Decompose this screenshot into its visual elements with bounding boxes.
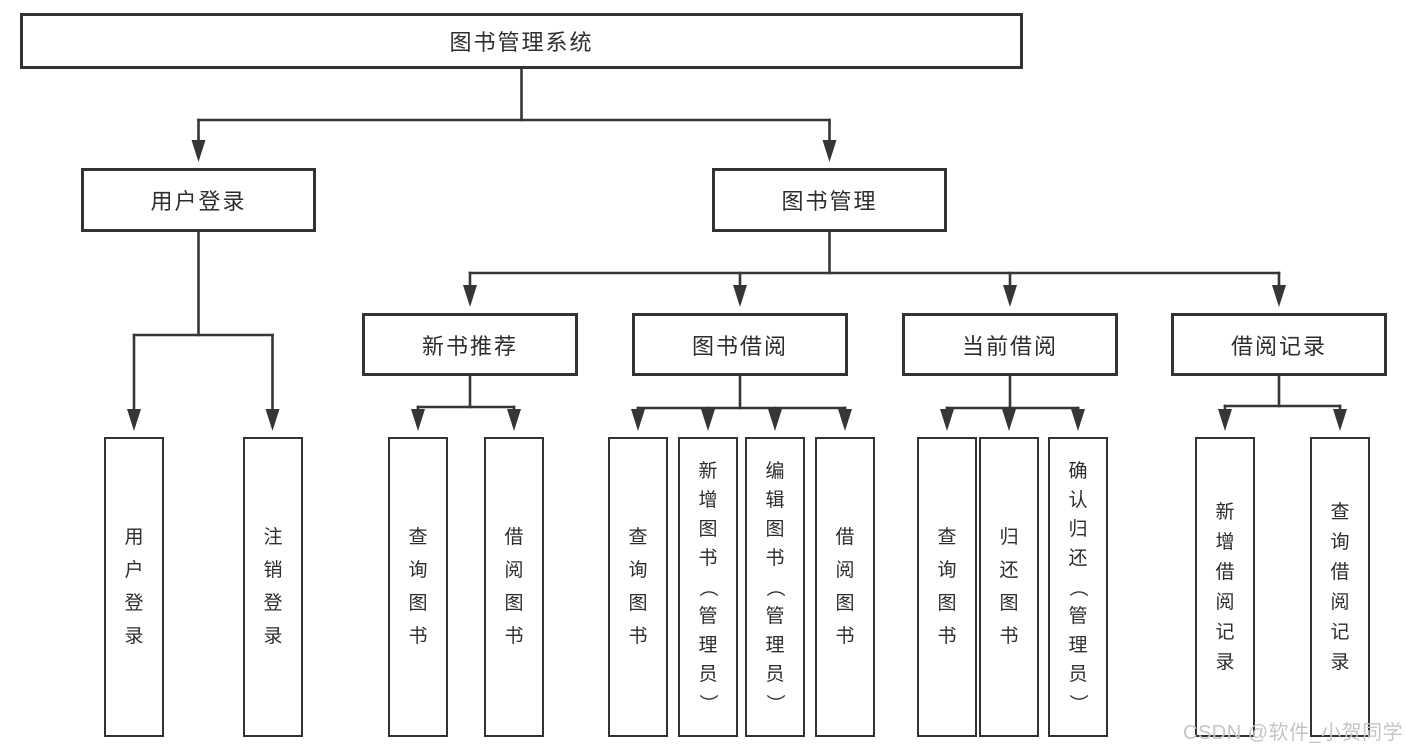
leaf-cb-return-books: 归还图书 [979,437,1039,737]
leaf-br-query-record: 查询借阅记录 [1310,437,1370,737]
node-new-book-recommend-label: 新书推荐 [421,333,518,359]
node-new-book-recommend: 新书推荐 [362,313,578,376]
leaf-bb-borrow-books: 借阅图书 [815,437,875,737]
leaf-bb-add-books-admin: 新增图书（管理员） [678,437,738,737]
node-root: 图书管理系统 [20,13,1023,69]
node-root-label: 图书管理系统 [449,30,594,55]
leaf-bb-query-books: 查询图书 [608,437,668,737]
leaf-nb-query-books: 查询图书 [388,437,448,737]
leaf-cb-confirm-return-admin: 确认归还（管理员） [1048,437,1108,737]
leaf-br-add-record: 新增借阅记录 [1195,437,1255,737]
leaf-nb-borrow-books: 借阅图书 [484,437,544,737]
node-current-borrow: 当前借阅 [902,313,1118,376]
node-book-borrow-label: 图书借阅 [691,333,788,359]
watermark: CSDN @软件_小贺同学 [1183,722,1404,744]
leaf-user-login: 用户登录 [104,437,164,737]
leaf-bb-edit-books-admin: 编辑图书（管理员） [745,437,805,737]
node-current-borrow-label: 当前借阅 [961,333,1058,359]
leaf-logout: 注销登录 [243,437,303,737]
node-book-management: 图书管理 [712,168,947,232]
node-borrow-records-label: 借阅记录 [1230,333,1327,359]
node-user-login: 用户登录 [81,168,316,232]
leaf-cb-query-books: 查询图书 [917,437,977,737]
node-user-login-label: 用户登录 [150,189,247,214]
node-book-management-label: 图书管理 [781,189,878,214]
node-borrow-records: 借阅记录 [1171,313,1387,376]
node-book-borrow: 图书借阅 [632,313,848,376]
